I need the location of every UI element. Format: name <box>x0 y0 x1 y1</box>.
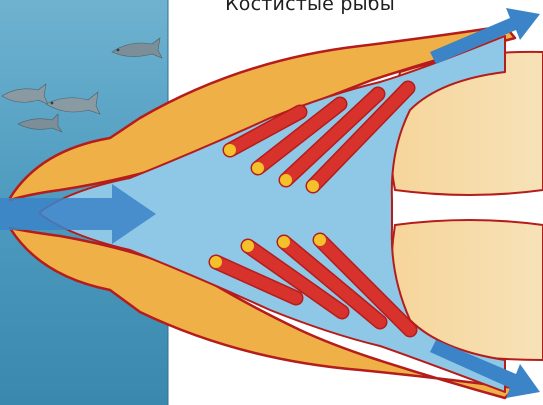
gill-tip <box>242 240 254 252</box>
gill-tip <box>224 144 236 156</box>
gill-tip <box>210 256 222 268</box>
gill-tip <box>252 162 264 174</box>
gill-tip <box>280 174 292 186</box>
gill-tip <box>307 180 319 192</box>
gill-tip <box>278 236 290 248</box>
gill-tip <box>314 234 326 246</box>
